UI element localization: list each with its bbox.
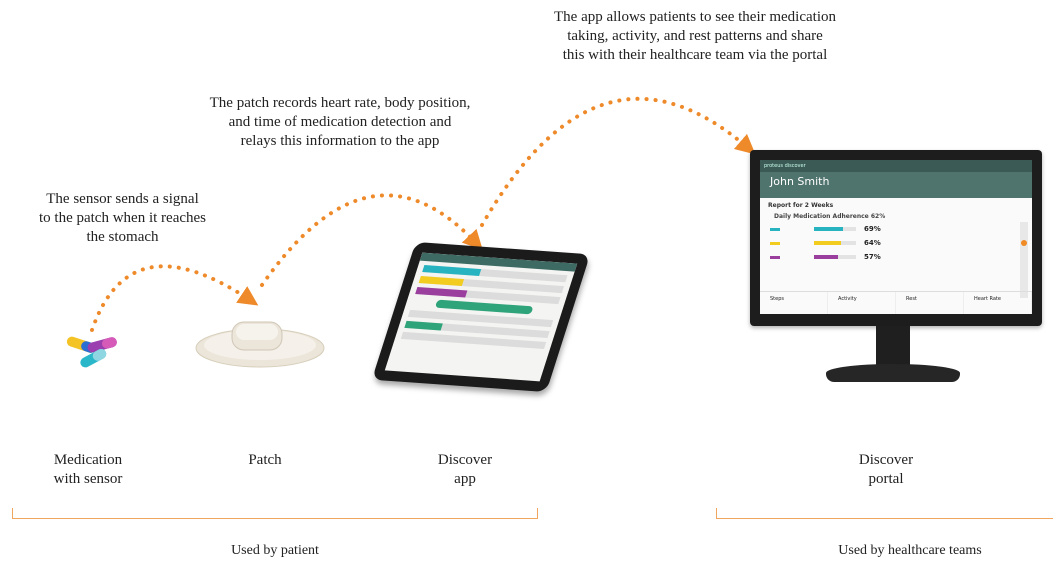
arrow-patch-to-app: [260, 193, 483, 287]
portal-row: 69%: [760, 222, 1032, 236]
group-label-patient: Used by patient: [231, 543, 319, 558]
portal-row-pct: 69%: [864, 225, 881, 233]
portal-row: 64%: [760, 236, 1032, 250]
label-portal: Discover portal: [858, 452, 914, 487]
caption-patch: The patch records heart rate, body posit…: [209, 95, 471, 149]
portal-footer-rest: Rest: [896, 292, 964, 314]
portal-header: John Smith: [760, 172, 1032, 198]
portal-footer-activity: Activity: [828, 292, 896, 314]
portal-patient-name: John Smith: [770, 175, 830, 188]
portal-footer: Steps Activity Rest Heart Rate: [760, 291, 1032, 314]
pills-icon: [66, 336, 117, 368]
monitor-icon: proteus discover John Smith Report for 2…: [750, 150, 1042, 326]
portal-section-title: Daily Medication Adherence 62%: [774, 213, 886, 220]
bracket-patient: [12, 508, 538, 519]
caption-sensor: The sensor sends a signal to the patch w…: [38, 191, 206, 245]
portal-report-title: Report for 2 Weeks: [768, 202, 834, 209]
label-patch: Patch: [248, 452, 282, 468]
portal-footer-steps: Steps: [760, 292, 828, 314]
patch-icon: [195, 321, 325, 368]
arrow-pill-to-patch: [90, 264, 259, 332]
portal-scrollbar: [1020, 222, 1028, 298]
monitor-stand-base: [826, 364, 960, 382]
monitor-stand-neck: [876, 326, 910, 366]
portal-footer-heart-rate: Heart Rate: [964, 292, 1032, 314]
group-label-healthcare: Used by healthcare teams: [838, 543, 982, 558]
arrow-app-to-portal: [480, 96, 756, 227]
portal-screen: proteus discover John Smith Report for 2…: [760, 160, 1032, 314]
caption-app: The app allows patients to see their med…: [554, 9, 836, 63]
label-medication: Medication with sensor: [53, 452, 123, 487]
portal-row-pct: 57%: [864, 253, 881, 261]
portal-brand: proteus discover: [760, 160, 1032, 172]
tablet-screen: [384, 252, 578, 382]
bracket-healthcare: [716, 508, 1053, 519]
label-app: Discover app: [437, 452, 493, 487]
portal-alert-dot: [1021, 240, 1027, 246]
portal-row-pct: 64%: [864, 239, 881, 247]
portal-row: 57%: [760, 250, 1032, 264]
